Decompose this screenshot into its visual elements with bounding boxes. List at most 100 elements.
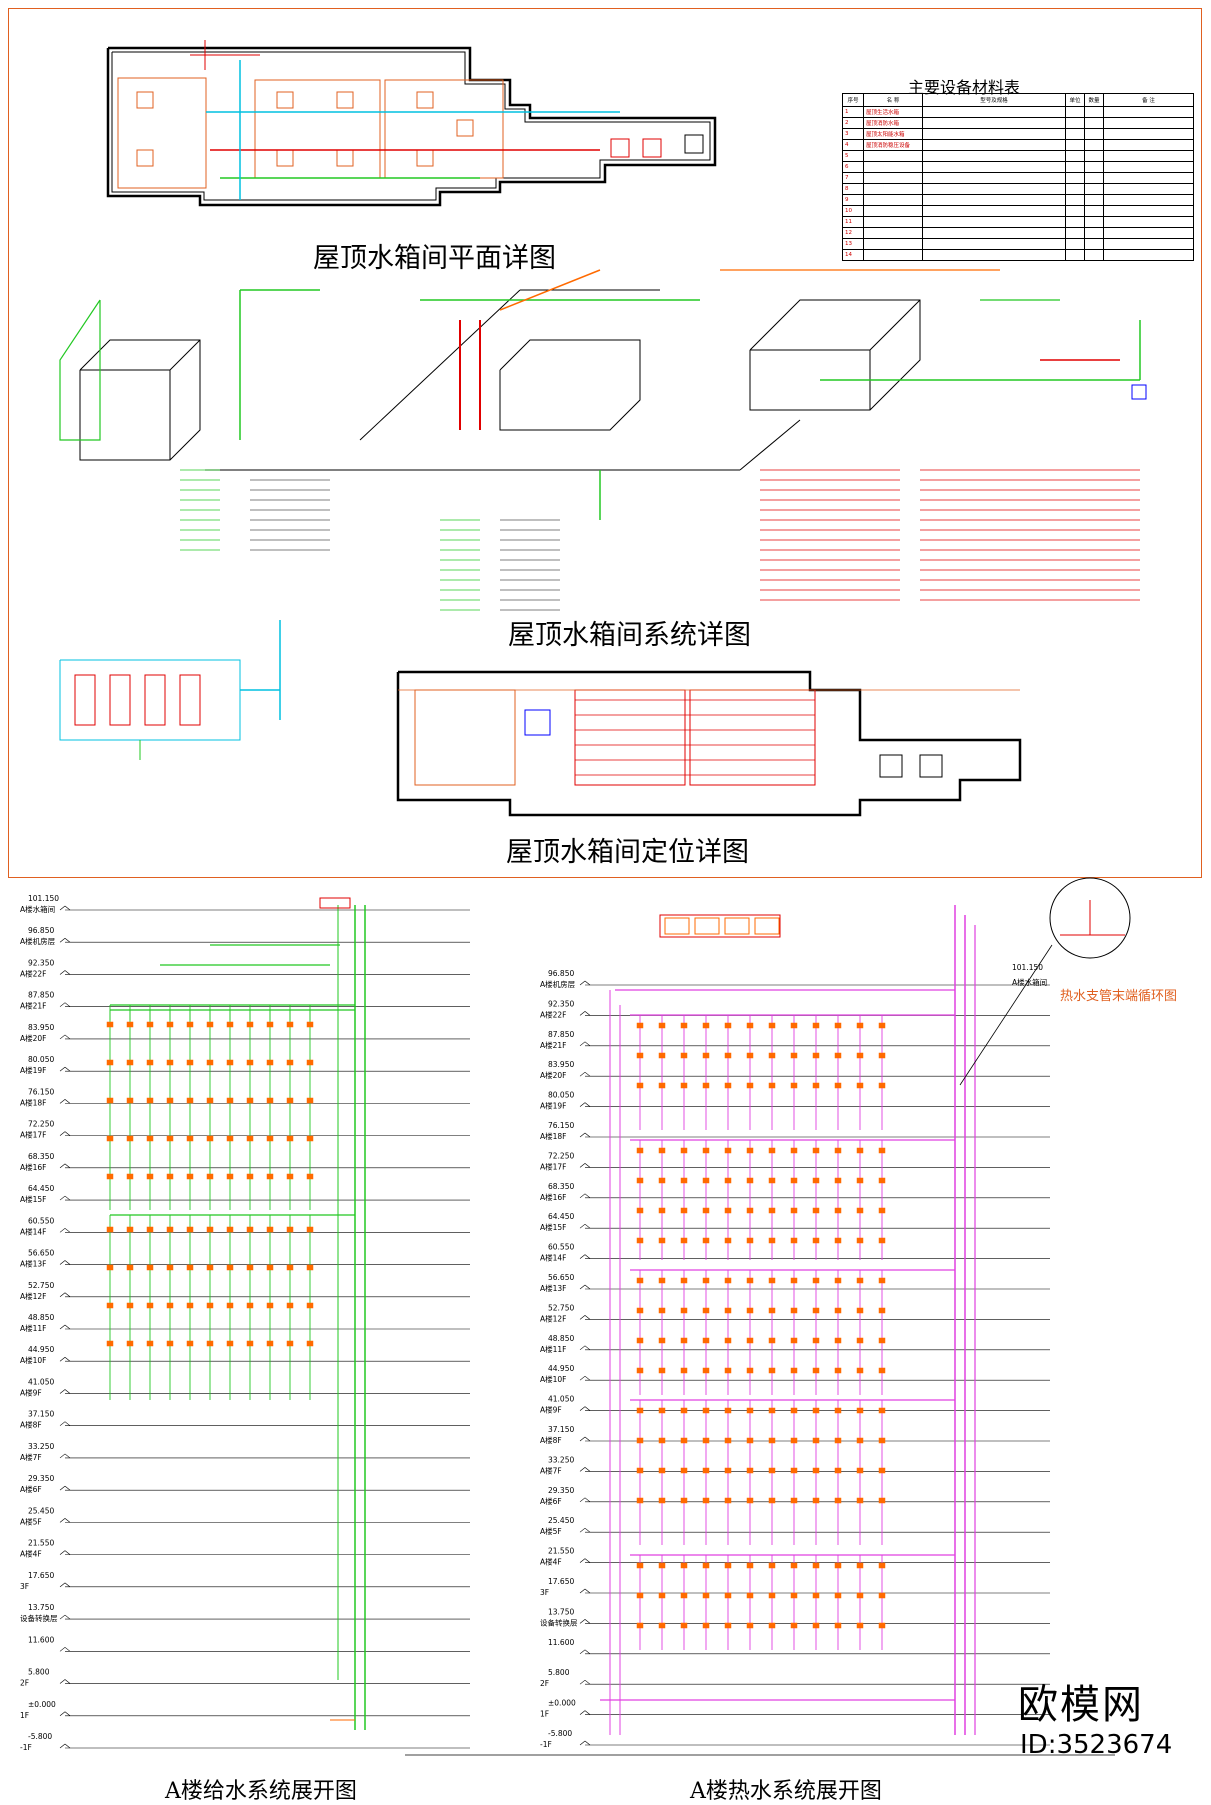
hot-title: A楼热水系统展开图: [690, 1779, 882, 1804]
fixture-symbol: [106, 1173, 114, 1180]
fixture-symbol: [702, 1147, 710, 1154]
table-cell: 屋顶消防水箱: [863, 117, 923, 129]
fixture-symbol: [206, 1173, 214, 1180]
fixture-symbol: [878, 1277, 886, 1284]
supply-floor-label: A楼5F: [20, 1516, 42, 1526]
fixture-symbol: [680, 1467, 688, 1474]
level-mark: [584, 1710, 591, 1715]
table-cell: 13: [842, 238, 864, 250]
fixture-symbol: [246, 1021, 254, 1028]
level-mark: [59, 1421, 66, 1426]
table-cell: [1103, 106, 1194, 118]
table-cell: [1103, 139, 1194, 151]
fixture-symbol: [790, 1592, 798, 1599]
fixture-symbol: [702, 1497, 710, 1504]
level-mark: [59, 905, 66, 911]
level-mark: [584, 1345, 591, 1351]
hot-elevation: -5.800: [548, 1729, 572, 1738]
supply-floor-label: A楼17F: [20, 1130, 47, 1140]
fixture-symbol: [746, 1307, 754, 1314]
tank-iso: [499, 339, 641, 431]
fixture-symbol: [206, 1264, 214, 1271]
fixture-symbol: [812, 1147, 820, 1154]
level-mark: [579, 1315, 586, 1320]
table-cell: [922, 117, 1066, 129]
fixture-symbol: [680, 1337, 688, 1344]
table-cell: [1084, 183, 1104, 195]
fixture-symbol: [812, 1307, 820, 1314]
solar-panel: [664, 917, 690, 935]
fixture-symbol: [106, 1302, 114, 1309]
level-mark: [59, 1002, 66, 1007]
table-cell: [1084, 106, 1104, 118]
supply-elevation: 101.150: [28, 894, 59, 903]
hot-elevation: 80.050: [548, 1091, 574, 1100]
supply-elevation: 13.750: [28, 1603, 54, 1612]
supply-floor-label: A楼15F: [20, 1194, 47, 1204]
fixture-symbol: [186, 1340, 194, 1347]
table-cell: [1103, 172, 1194, 184]
level-mark: [64, 1614, 71, 1620]
fixture-symbol: [878, 1562, 886, 1569]
equipment-symbol: [336, 91, 354, 109]
fixture-symbol: [878, 1147, 886, 1154]
solar-panel: [694, 917, 720, 935]
fixture-symbol: [186, 1059, 194, 1066]
supply-floor-label: -1F: [20, 1743, 32, 1752]
table-cell: [1065, 227, 1085, 239]
level-mark: [59, 1292, 66, 1298]
fixture-symbol: [266, 1173, 274, 1180]
fixture-symbol: [856, 1467, 864, 1474]
table-header: 名 称: [863, 93, 923, 107]
level-mark: [579, 1375, 586, 1381]
fixture-symbol: [856, 1307, 864, 1314]
fixture-symbol: [812, 1337, 820, 1344]
fixture-symbol: [680, 1592, 688, 1599]
fixture-symbol: [636, 1177, 644, 1184]
fixture-symbol: [746, 1237, 754, 1244]
fixture-symbol: [856, 1562, 864, 1569]
fixture-symbol: [812, 1277, 820, 1284]
fixture-symbol: [166, 1226, 174, 1233]
fixture-symbol: [878, 1407, 886, 1414]
fixture-symbol: [146, 1173, 154, 1180]
fixture-symbol: [286, 1302, 294, 1309]
fixture-symbol: [126, 1173, 134, 1180]
level-mark: [59, 1582, 66, 1588]
level-mark: [579, 1740, 586, 1746]
fixture-symbol: [306, 1340, 314, 1347]
supply-elevation: 68.350: [28, 1152, 54, 1161]
equipment-symbol: [136, 149, 154, 167]
fixture-symbol: [746, 1437, 754, 1444]
fixture-symbol: [286, 1059, 294, 1066]
fixture-symbol: [790, 1307, 798, 1314]
supply-elevation: -5.800: [28, 1732, 52, 1741]
fixture-symbol: [856, 1592, 864, 1599]
fixture-symbol: [306, 1264, 314, 1271]
table-cell: [1065, 150, 1085, 162]
fixture-symbol: [186, 1135, 194, 1142]
fixture-symbol: [790, 1497, 798, 1504]
fixture-symbol: [702, 1082, 710, 1089]
fixture-symbol: [834, 1052, 842, 1059]
fixture-symbol: [878, 1022, 886, 1029]
fixture-symbol: [636, 1367, 644, 1374]
equipment-symbol: [136, 91, 154, 109]
fixture-symbol: [790, 1367, 798, 1374]
hot-elevation: 33.250: [548, 1455, 574, 1464]
fixture-symbol: [636, 1407, 644, 1414]
hot-elevation: 41.050: [548, 1395, 574, 1404]
supply-floor-label: A楼水箱间: [20, 904, 55, 914]
fixture-symbol: [834, 1237, 842, 1244]
level-mark: [584, 1223, 591, 1229]
fixture-symbol: [790, 1237, 798, 1244]
level-mark: [59, 1518, 66, 1523]
fixture-symbol: [636, 1337, 644, 1344]
fixture-symbol: [680, 1022, 688, 1029]
fixture-symbol: [856, 1052, 864, 1059]
supply-floor-label: A楼10F: [20, 1355, 47, 1365]
fixture-symbol: [106, 1226, 114, 1233]
level-mark: [64, 1066, 71, 1072]
table-row: 11: [842, 216, 1194, 228]
fixture-symbol: [768, 1592, 776, 1599]
